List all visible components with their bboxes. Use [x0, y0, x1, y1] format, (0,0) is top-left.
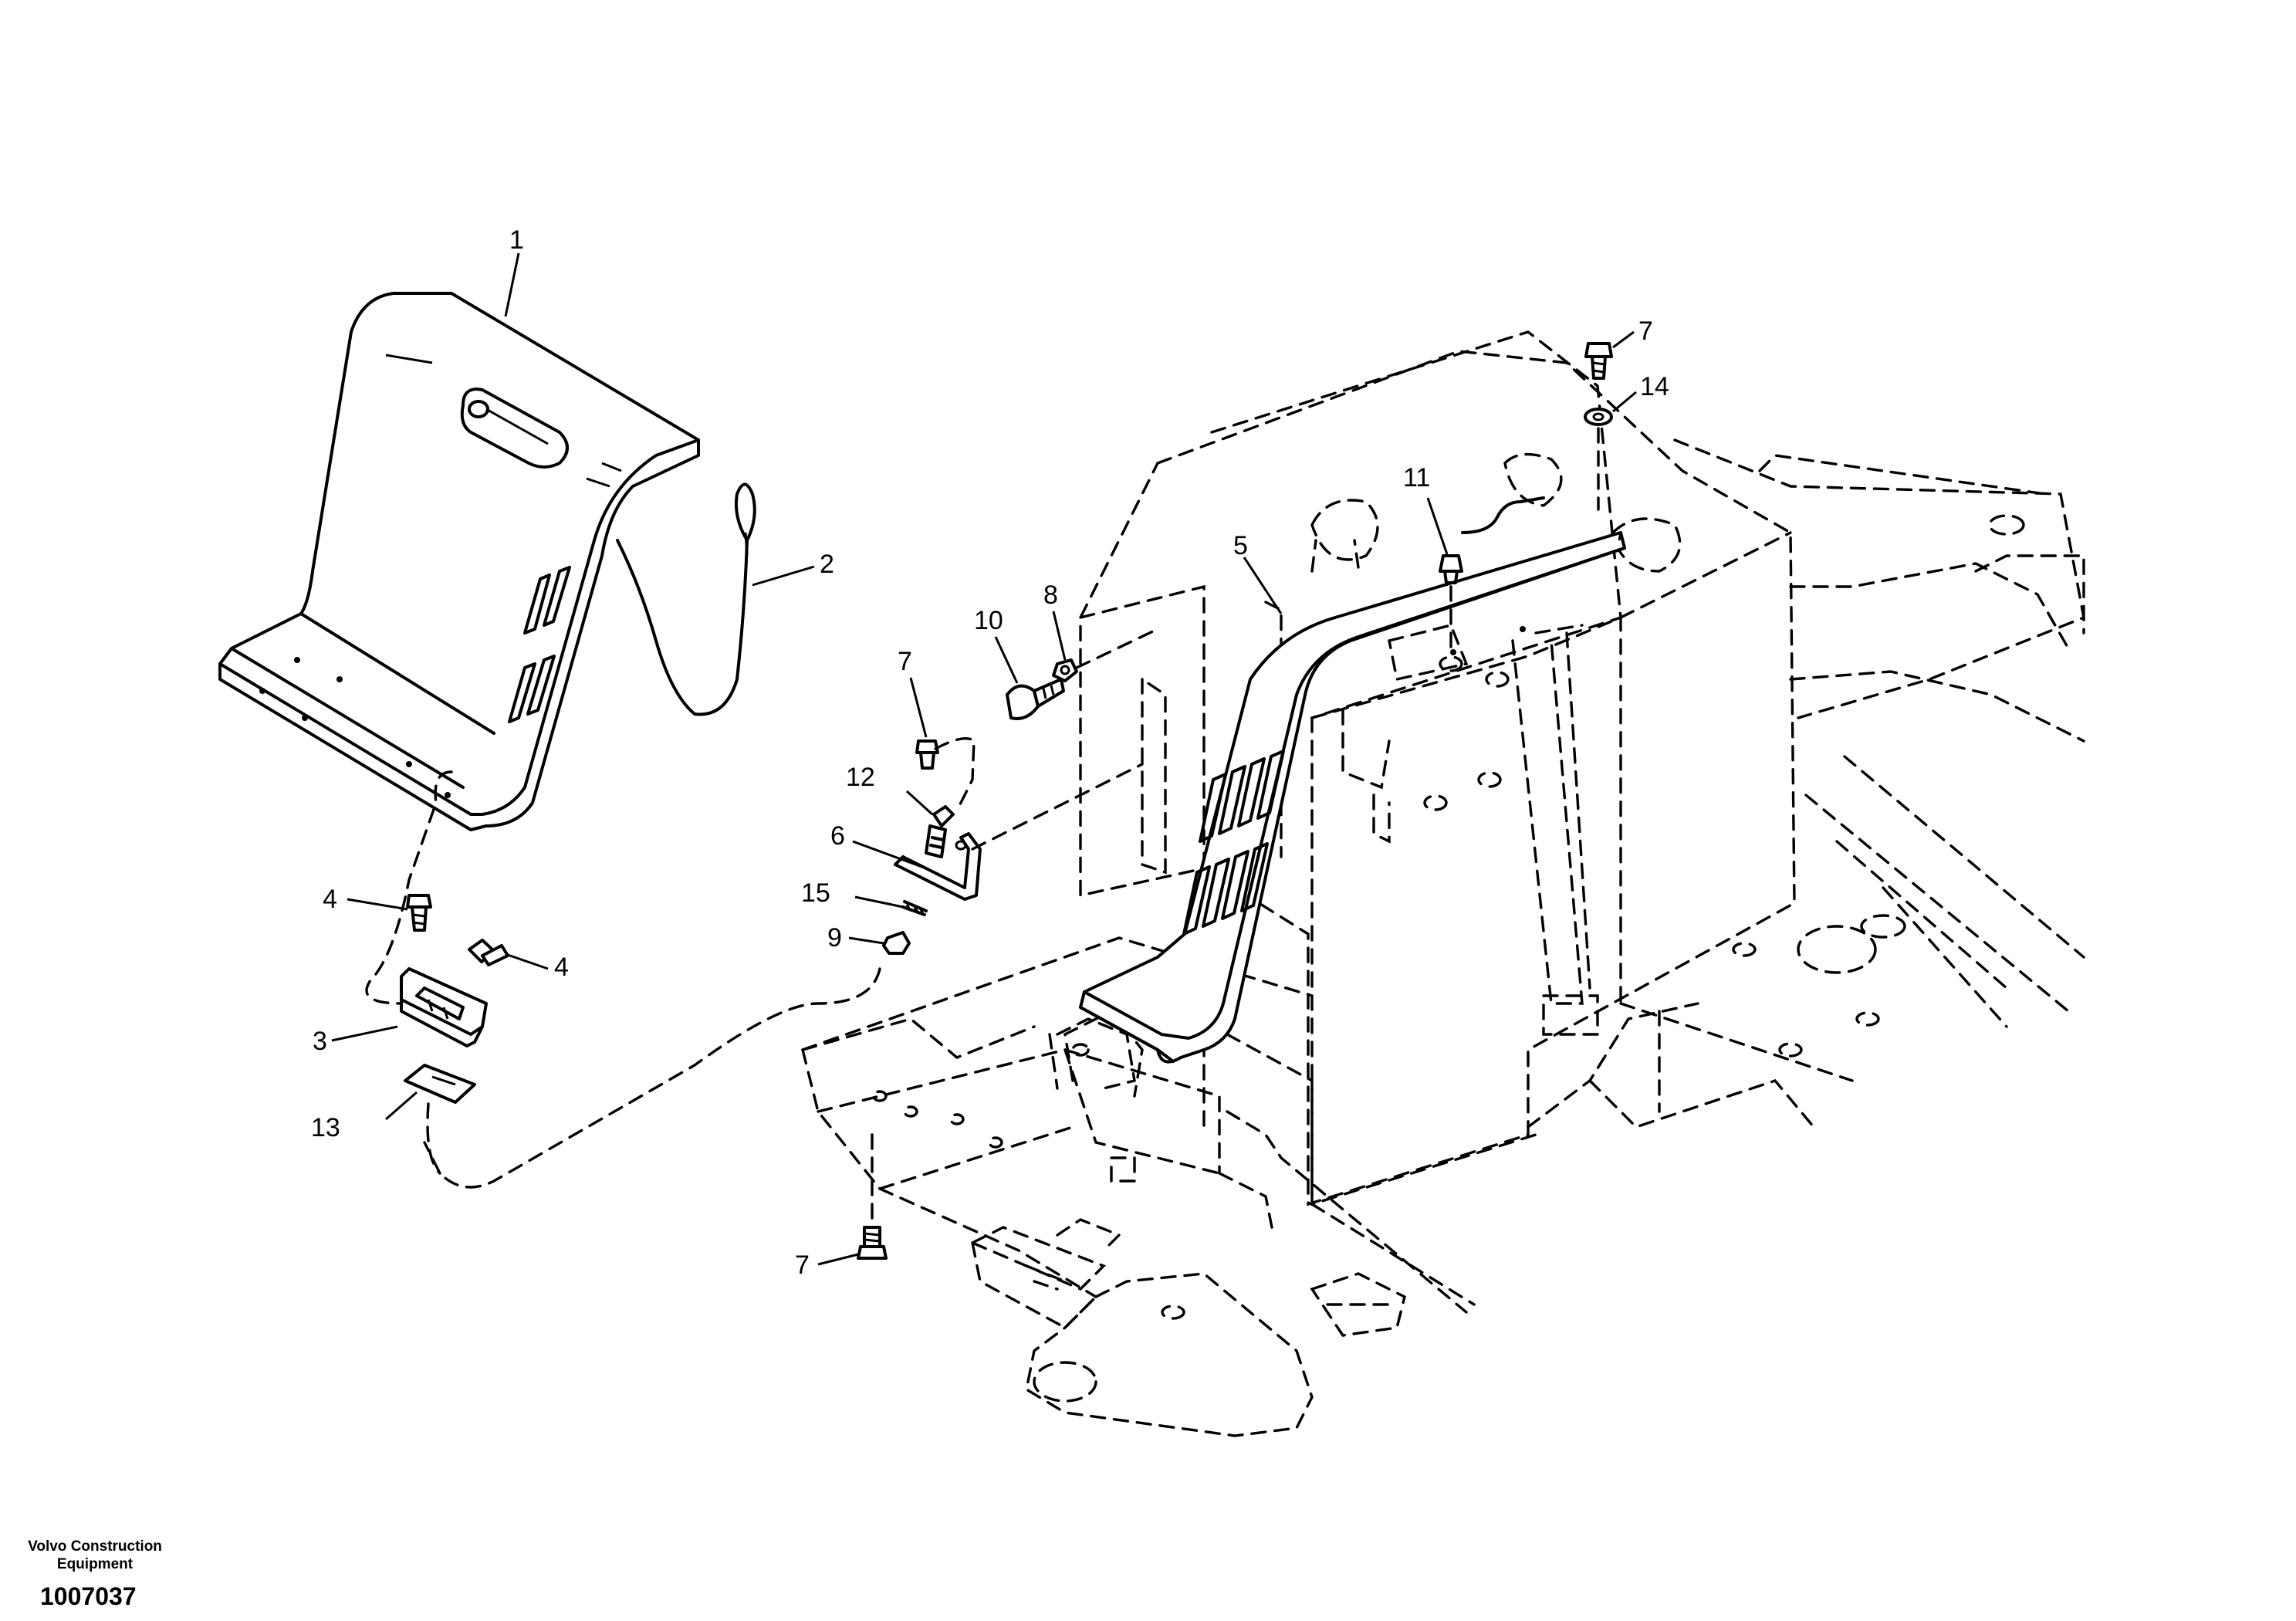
callout-5: 5 [1233, 531, 1248, 560]
brand-line-2: Equipment [56, 1556, 134, 1572]
callout-8: 8 [1043, 580, 1058, 610]
callout-3: 3 [313, 1027, 327, 1056]
document-number: 1007037 [40, 1582, 137, 1610]
part-7-bolt-lower [857, 1133, 888, 1260]
part-4-bolt-lower [468, 939, 509, 966]
callout-10: 10 [974, 606, 1003, 635]
callout-15: 15 [801, 878, 830, 908]
callout-4-lower: 4 [554, 953, 569, 982]
callout-leaders [331, 252, 1637, 1266]
callout-1: 1 [509, 225, 524, 255]
axis-line-13 [426, 1102, 441, 1175]
callout-7-left: 7 [898, 647, 912, 676]
part-10-bushing [1006, 678, 1065, 720]
part-7-bolt-top [1584, 342, 1613, 380]
part-3-hinge [400, 967, 488, 1047]
part-13-shim [404, 1064, 476, 1104]
callout-4-upper: 4 [323, 885, 337, 914]
part-11-stud [1439, 554, 1463, 650]
part-4-bolt-upper [406, 894, 432, 932]
machine-frame-outline [801, 330, 2085, 1437]
cap-wire [1461, 496, 1545, 534]
brand-label: Volvo Construction Equipment [14, 1538, 176, 1573]
callout-12: 12 [846, 763, 875, 792]
callout-14: 14 [1640, 372, 1669, 401]
part-1-side-cover [218, 292, 700, 831]
part-7-bolt-left [915, 737, 976, 812]
part-5-step-guard [1079, 531, 1626, 1064]
part-15-spring [901, 900, 928, 916]
callout-6: 6 [830, 821, 845, 851]
part-12-bolt [925, 805, 955, 858]
callout-7-top: 7 [1638, 316, 1653, 346]
axis-line-9 [423, 967, 881, 1189]
part-6-bracket [894, 832, 982, 901]
part-2-wire-lanyard [616, 482, 756, 716]
step-vents [1182, 750, 1285, 936]
callout-9: 9 [827, 923, 842, 953]
callout-7-lower: 7 [795, 1250, 810, 1280]
brand-line-1: Volvo Construction [28, 1538, 162, 1555]
callout-2: 2 [820, 550, 834, 579]
callout-11: 11 [1403, 463, 1430, 492]
part-14-washer [1584, 408, 1613, 511]
axis-line-cover-hinge [365, 770, 453, 1005]
callout-13: 13 [311, 1113, 340, 1142]
part-8-nut [1052, 658, 1078, 682]
axis-line-bracket [971, 628, 1159, 851]
part-9-nut [882, 931, 911, 955]
